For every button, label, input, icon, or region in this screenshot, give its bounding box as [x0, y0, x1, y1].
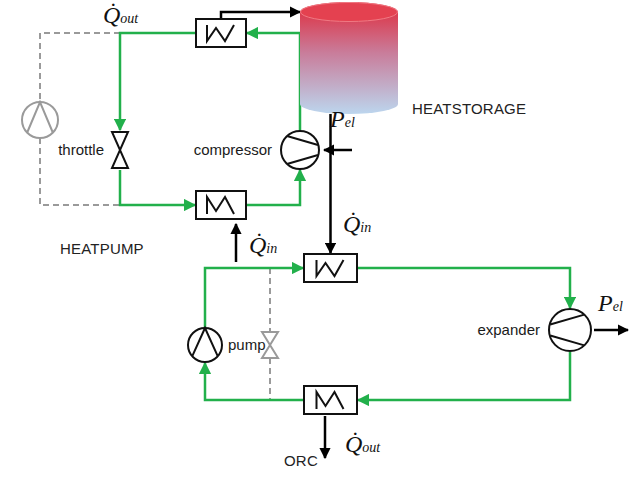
heat-flow-label: Q̇in — [343, 211, 371, 241]
bypass-loop — [40, 33, 120, 205]
fluid-line — [358, 352, 570, 400]
expander-symbol — [548, 308, 592, 352]
fluid-line — [205, 268, 303, 327]
compressor-symbol: compressor — [280, 130, 320, 170]
power-label: Pel — [598, 290, 623, 320]
heat-in-arrow — [235, 224, 238, 262]
heat-transfer-arrow — [329, 114, 332, 253]
heat-flow-label: Q̇out — [345, 431, 380, 461]
heat-flow-label: Q̇out — [103, 2, 138, 32]
fluid-line — [120, 33, 195, 130]
heat-transfer-arrow — [221, 12, 300, 18]
component-label: pump — [228, 336, 266, 354]
fluid-line — [205, 363, 303, 400]
power-label: Pel — [330, 106, 355, 136]
cycle-title: ORC — [284, 452, 318, 470]
heat-flow-label: Q̇in — [249, 232, 277, 262]
component-label: throttle — [58, 141, 104, 159]
component-label: expander — [477, 321, 540, 339]
circulation-pump-symbol — [22, 102, 58, 138]
bypass-valve — [262, 268, 278, 400]
dashed-line — [40, 138, 120, 205]
cycle-title: HEATPUMP — [60, 240, 144, 258]
throttle-valve: throttle — [110, 130, 130, 170]
cylinder-symbol — [300, 2, 398, 114]
orc-evaporator-box: Q̇in — [303, 253, 358, 283]
fluid-line — [120, 170, 195, 205]
heat-out-arrow — [324, 416, 327, 458]
power-out-arrow — [594, 329, 628, 332]
fluid-line — [358, 268, 570, 308]
dashed-line — [40, 33, 120, 102]
component-label: HEATSTORAGE — [412, 100, 526, 118]
evaporator-box: Q̇in — [195, 190, 247, 220]
fluid-line — [247, 170, 300, 205]
component-label: compressor — [194, 141, 272, 159]
expander-symbol: expander — [548, 308, 592, 352]
heat-storage-tank: HEATSTORAGE — [300, 2, 398, 114]
hx-in-symbol — [195, 190, 247, 220]
condenser-box: Q̇out — [195, 18, 247, 48]
pump-symbol — [187, 327, 223, 363]
compressor-symbol — [280, 130, 320, 170]
hx-out-symbol — [303, 253, 358, 283]
feed-pump: pump — [187, 327, 223, 363]
hx-in-symbol — [303, 385, 358, 415]
orc-condenser-box: Q̇out — [303, 385, 358, 415]
power-in-arrow — [324, 149, 352, 152]
fluid-line — [247, 33, 300, 130]
hx-out-symbol — [195, 18, 247, 48]
valve-symbol — [110, 130, 130, 170]
